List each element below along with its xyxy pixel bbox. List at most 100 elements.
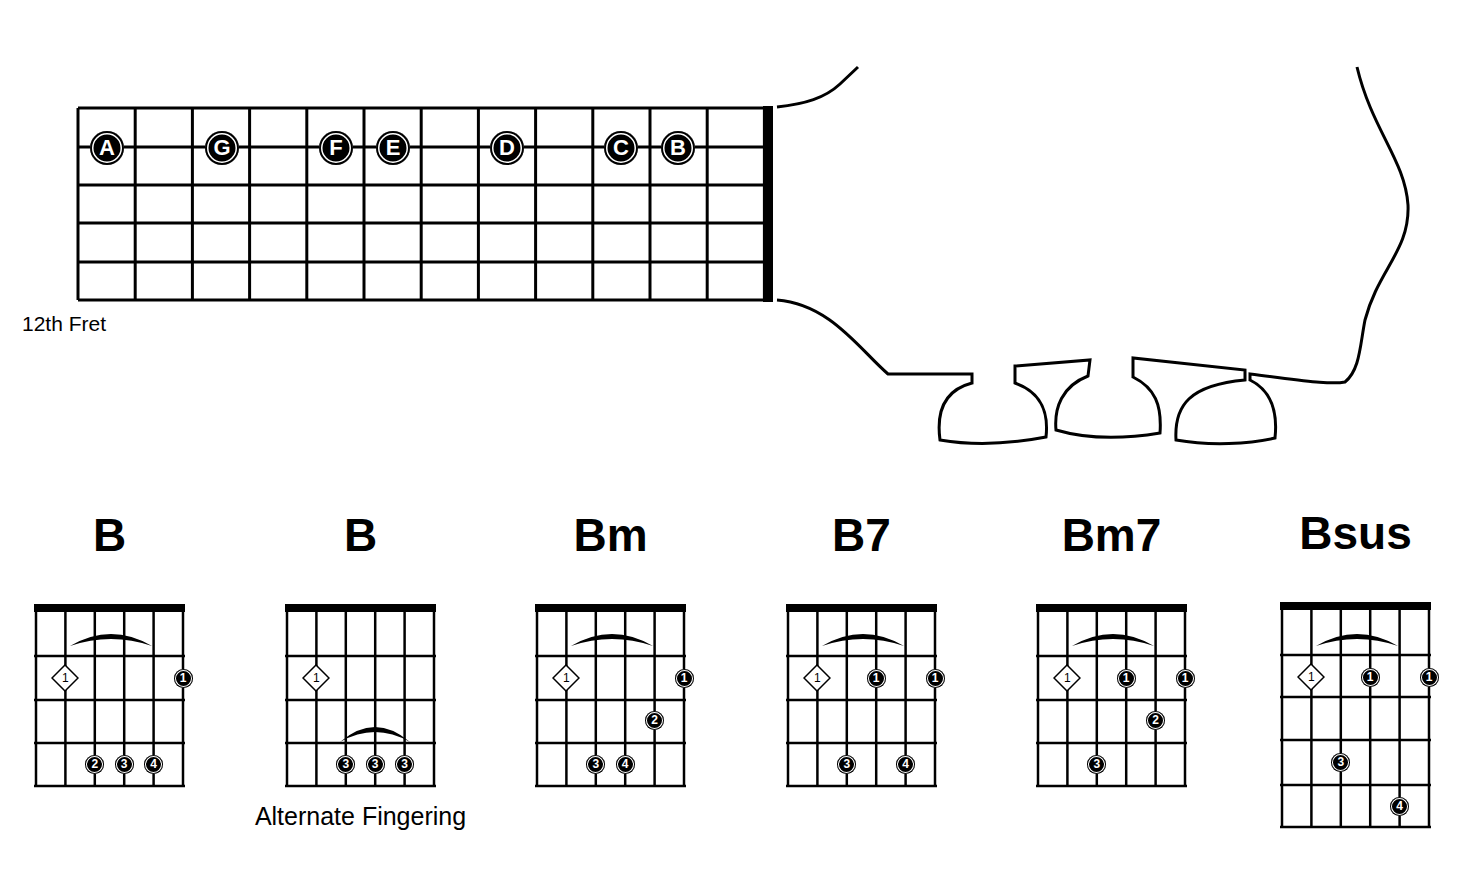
fret-line [1280,739,1431,742]
finger-dot: 3 [395,755,414,774]
nut-bar [786,604,937,612]
finger-number: 3 [342,757,349,771]
barre-arc [70,634,152,646]
diamond-outline [1054,665,1080,691]
chord-diagram: Bm11234 [537,604,684,786]
finger-dot: 4 [144,755,163,774]
string-line [286,608,289,786]
fret-line [420,108,423,300]
finger-number: 3 [843,757,850,771]
fret-line [34,699,185,702]
finger-number: 1 [563,671,570,685]
fret-line [535,699,686,702]
chord-diagram: B11234 [36,604,183,786]
fret-line [285,785,436,788]
finger-number: 1 [62,671,69,685]
chord-grid [1280,602,1431,831]
chord-name: B [344,512,377,558]
chord-diagram: Bsus11134 [1282,602,1429,827]
fret-line [34,742,185,745]
note-dot: C [604,131,638,165]
fret-line [535,785,686,788]
note-name: F [329,135,342,161]
diamond-outline [1298,664,1324,690]
fret-line [477,108,480,300]
string-line [1037,608,1040,786]
nut-bar [1036,604,1187,612]
finger-number: 1 [313,671,320,685]
finger-number: 3 [1093,757,1100,771]
finger-dot: 3 [336,755,355,774]
root-diamond: 1 [1053,664,1081,692]
root-diamond: 1 [51,664,79,692]
finger-number: 4 [150,757,157,771]
fret-line [535,655,686,658]
finger-dot: 1 [675,669,694,688]
chord-diagram: BAlternate Fingering1333 [287,604,434,786]
fret-line [1036,785,1187,788]
note-name: E [386,135,401,161]
finger-dot: 4 [1390,797,1409,816]
barre-arc [340,727,410,742]
string-line [565,608,568,786]
barre-arc [1316,634,1398,646]
finger-number: 3 [592,757,599,771]
fret-line [77,108,80,300]
string-line [1154,608,1157,786]
fret-line [34,785,185,788]
finger-number: 1 [1426,670,1433,684]
fret-line [34,655,185,658]
headstock-outline [777,67,1408,444]
finger-number: 1 [873,671,880,685]
finger-number: 2 [1152,713,1159,727]
fret-line [534,108,537,300]
note-name: A [99,135,115,161]
finger-dot: 2 [645,711,664,730]
fret-line [786,699,937,702]
root-diamond: 1 [302,664,330,692]
root-diamond: 1 [803,664,831,692]
finger-dot: 3 [586,755,605,774]
string-line [433,608,436,786]
barre-arc [571,634,653,646]
string-line [1398,606,1401,827]
string-line [1184,608,1187,786]
note-dot: D [490,131,524,165]
finger-dot: 3 [366,755,385,774]
finger-number: 3 [1337,755,1344,769]
fretboard [78,108,766,300]
fret-line [535,742,686,745]
fret-line [786,785,937,788]
finger-number: 2 [651,713,658,727]
nut-bar [1280,602,1431,610]
string-line [787,608,790,786]
finger-dot: 1 [926,669,945,688]
fret-line [1036,742,1187,745]
string-line [1428,606,1431,827]
nut [763,106,773,302]
barre-arc [1072,634,1154,646]
string-line [536,608,539,786]
fret-line [285,655,436,658]
finger-number: 3 [372,757,379,771]
string-line [1125,608,1128,786]
string-line [875,608,878,786]
finger-number: 1 [814,671,821,685]
root-diamond: 1 [552,664,580,692]
finger-number: 1 [1308,670,1315,684]
fret-line [786,655,937,658]
finger-number: 4 [622,757,629,771]
finger-dot: 1 [1176,669,1195,688]
chord-name: Bsus [1299,510,1411,556]
string-line [934,608,937,786]
finger-number: 3 [401,757,408,771]
finger-number: 4 [1396,799,1403,813]
fret-line [134,108,137,300]
fret-line [786,742,937,745]
finger-dot: 4 [616,755,635,774]
root-diamond: 1 [1297,663,1325,691]
diamond-outline [52,665,78,691]
string-line [35,608,38,786]
chord-grid [1036,604,1187,790]
note-dot: F [319,131,353,165]
